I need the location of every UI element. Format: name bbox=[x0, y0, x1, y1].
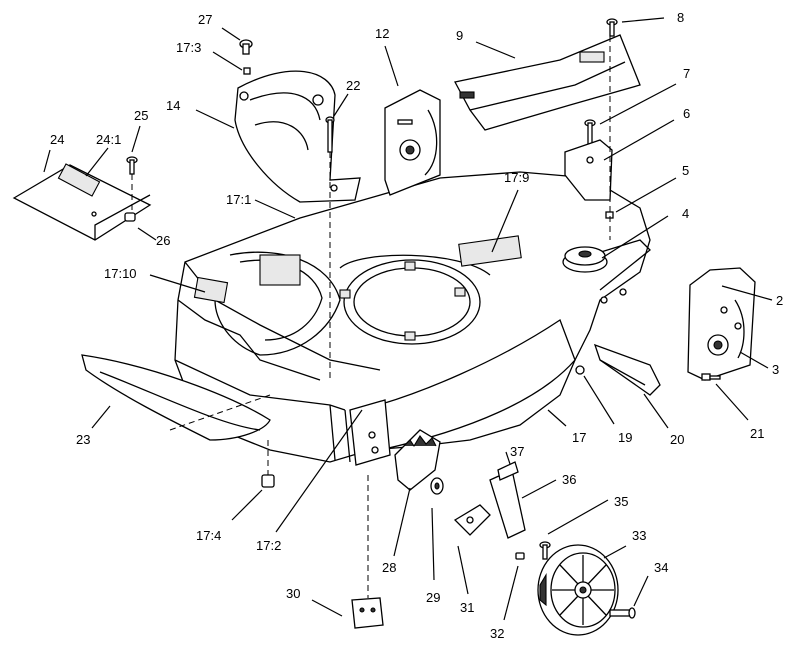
callout-9: 9 bbox=[456, 28, 463, 43]
front-bumper-part bbox=[81, 354, 271, 441]
rear-cover-part bbox=[454, 34, 641, 131]
callout-24-1: 24:1 bbox=[96, 132, 121, 147]
callout-23: 23 bbox=[76, 432, 90, 447]
callout-26: 26 bbox=[156, 233, 170, 248]
height-bracket-left-part bbox=[384, 89, 441, 196]
callout-31: 31 bbox=[460, 600, 474, 615]
spring-bracket-part bbox=[489, 461, 526, 539]
height-bracket-right-part bbox=[687, 267, 756, 381]
deck-housing-part bbox=[174, 171, 651, 466]
bolt-21-part bbox=[701, 373, 721, 381]
callout-12: 12 bbox=[375, 26, 389, 41]
callout-19: 19 bbox=[618, 430, 632, 445]
nut-26-part bbox=[124, 212, 136, 222]
screw-8-part bbox=[606, 18, 618, 37]
callout-21: 21 bbox=[750, 426, 764, 441]
callout-24: 24 bbox=[50, 132, 64, 147]
bolt-35-part bbox=[539, 541, 551, 560]
chute-cover-part bbox=[234, 70, 361, 203]
wheel-part bbox=[537, 544, 619, 636]
callout-35: 35 bbox=[614, 494, 628, 509]
callout-7: 7 bbox=[683, 66, 690, 81]
nut-19-part bbox=[575, 365, 585, 375]
screw-27-part bbox=[239, 39, 253, 75]
height-adjuster-part bbox=[394, 429, 441, 491]
callout-33: 33 bbox=[632, 528, 646, 543]
callout-30: 30 bbox=[286, 586, 300, 601]
callout-5: 5 bbox=[682, 163, 689, 178]
callout-37: 37 bbox=[510, 444, 524, 459]
callout-labels: 27 17:3 14 12 22 9 8 7 6 5 4 24 24:1 25 … bbox=[50, 10, 783, 641]
callout-22: 22 bbox=[346, 78, 360, 93]
pulley-part bbox=[562, 246, 608, 273]
callout-32: 32 bbox=[490, 626, 504, 641]
callout-36: 36 bbox=[562, 472, 576, 487]
washer-29-part bbox=[430, 477, 444, 495]
callout-17-10: 17:10 bbox=[104, 266, 137, 281]
callout-14: 14 bbox=[166, 98, 180, 113]
callout-17-2: 17:2 bbox=[256, 538, 281, 553]
bolt-34-part bbox=[609, 607, 636, 619]
callout-17-9: 17:9 bbox=[504, 170, 529, 185]
callout-25: 25 bbox=[134, 108, 148, 123]
callout-29: 29 bbox=[426, 590, 440, 605]
callout-17-1: 17:1 bbox=[226, 192, 251, 207]
callout-20: 20 bbox=[670, 432, 684, 447]
callout-34: 34 bbox=[654, 560, 668, 575]
clip-17-4-part bbox=[261, 474, 275, 488]
callout-17-4: 17:4 bbox=[196, 528, 221, 543]
baffle-part bbox=[593, 343, 661, 396]
nut-32-part bbox=[515, 552, 525, 560]
callout-17-3: 17:3 bbox=[176, 40, 201, 55]
callout-3: 3 bbox=[772, 362, 779, 377]
callout-28: 28 bbox=[382, 560, 396, 575]
callout-27: 27 bbox=[198, 12, 212, 27]
leader-lines bbox=[43, 17, 773, 621]
callout-2: 2 bbox=[776, 293, 783, 308]
callout-8: 8 bbox=[677, 10, 684, 25]
wheel-bracket-part bbox=[453, 504, 491, 536]
rear-flap-part bbox=[12, 163, 152, 241]
callout-17: 17 bbox=[572, 430, 586, 445]
pad-30-part bbox=[351, 597, 384, 629]
screw-25-part bbox=[126, 156, 138, 175]
callout-6: 6 bbox=[683, 106, 690, 121]
callout-4: 4 bbox=[682, 206, 689, 221]
